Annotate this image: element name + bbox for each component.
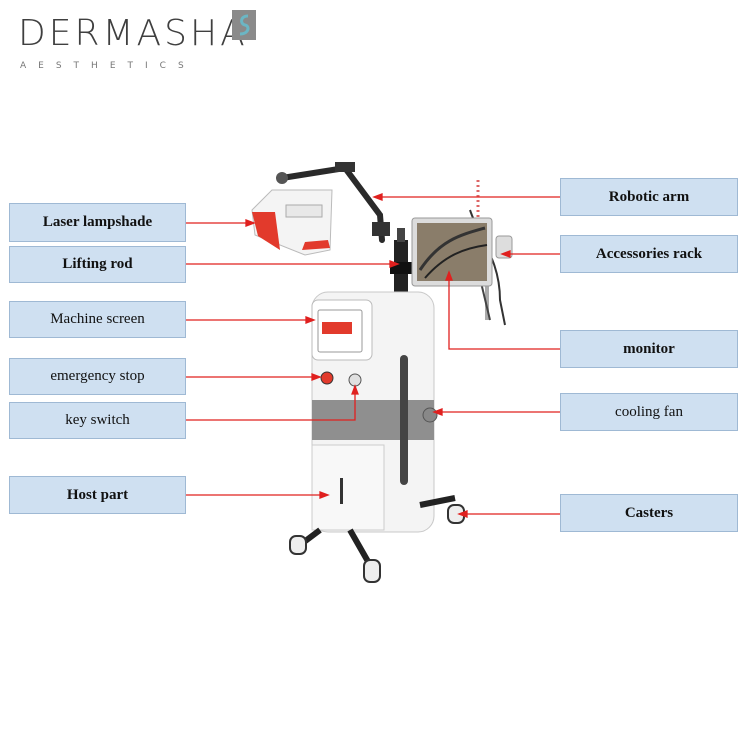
label-lifting-rod: Lifting rod xyxy=(9,246,186,283)
label-text: Lifting rod xyxy=(62,256,133,272)
label-text: Accessories rack xyxy=(595,245,703,262)
label-text: Host part xyxy=(66,486,129,503)
brand-tagline: AESTHETICS xyxy=(20,61,196,71)
label-text: emergency stop xyxy=(50,368,145,384)
brand-name: DERMASHA xyxy=(18,13,248,54)
label-text: monitor xyxy=(623,340,675,357)
label-robotic-arm: Robotic arm xyxy=(560,178,738,216)
label-monitor: monitor xyxy=(560,330,738,368)
label-text: Machine screen xyxy=(50,311,145,327)
label-host-part: Host part xyxy=(9,476,186,514)
label-text: Casters xyxy=(624,504,674,521)
label-accessories-rack: Accessories rack xyxy=(560,235,738,273)
label-text: Laser lampshade xyxy=(42,214,153,230)
label-text: cooling fan xyxy=(615,403,683,420)
brand-logo: DERMASHA AESTHETICS xyxy=(18,13,248,72)
label-text: key switch xyxy=(65,412,130,428)
label-cooling-fan: cooling fan xyxy=(560,393,738,431)
brand-mark-icon xyxy=(232,10,256,40)
label-casters: Casters xyxy=(560,494,738,532)
label-machine-screen: Machine screen xyxy=(9,301,186,338)
label-text: Robotic arm xyxy=(608,188,690,205)
label-emergency-stop: emergency stop xyxy=(9,358,186,395)
label-laser-lampshade: Laser lampshade xyxy=(9,203,186,242)
label-key-switch: key switch xyxy=(9,402,186,439)
